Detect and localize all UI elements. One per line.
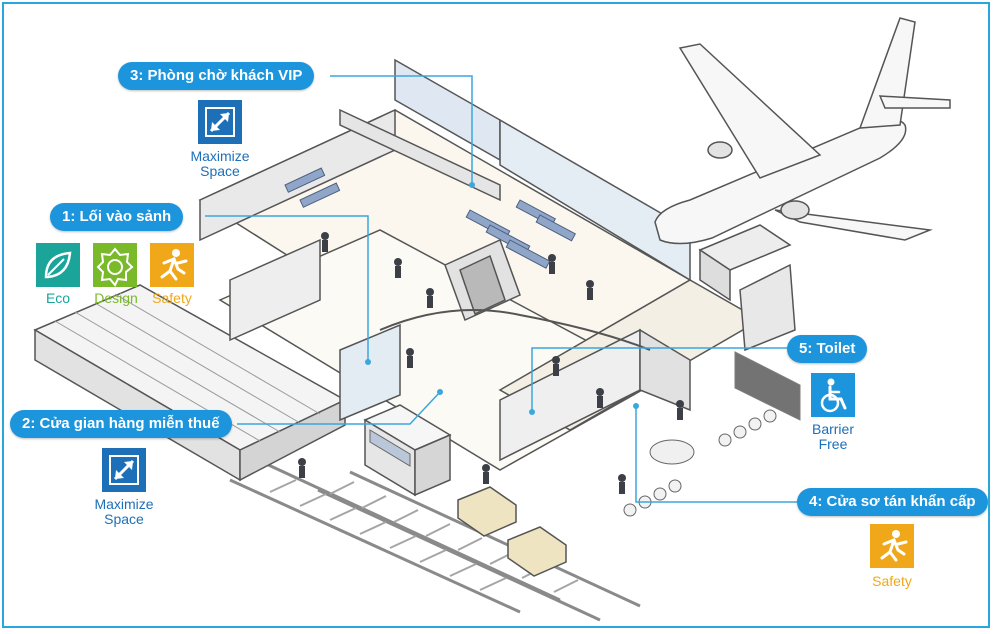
landscape (623, 351, 801, 517)
people (298, 232, 684, 494)
terminal-walls (199, 58, 691, 462)
safety-label-right: Safety (872, 573, 912, 589)
callout-vip-lounge: 3: Phòng chờ khách VIP (118, 62, 315, 90)
taxis (457, 486, 567, 577)
wheelchair-icon (811, 373, 855, 417)
leader-lines (205, 75, 797, 503)
eco-leaf-icon (36, 243, 80, 287)
callout-lobby-entrance: 1: Lối vào sảnh (50, 203, 184, 231)
bus (363, 404, 452, 497)
design-label: Design (94, 290, 138, 306)
callout-toilet: 5: Toilet (787, 335, 868, 363)
rail-tracks (229, 460, 641, 622)
jet-bridge (698, 224, 796, 352)
airplane (654, 17, 951, 245)
safety-label-left: Safety (152, 290, 192, 306)
maximize-space-icon (102, 448, 146, 492)
safety-runner-icon (870, 524, 914, 568)
maximize-space-icon (198, 100, 242, 144)
leader-dots (365, 182, 639, 415)
callout-emergency-exit: 4: Cửa sơ tán khẩn cấp (797, 488, 988, 516)
callout-duty-free-door: 2: Cửa gian hàng miễn thuế (10, 410, 232, 438)
escalator (379, 238, 651, 351)
design-gear-icon (93, 243, 137, 287)
safety-runner-icon (150, 243, 194, 287)
seating-rows (284, 167, 576, 269)
eco-label: Eco (45, 290, 71, 306)
